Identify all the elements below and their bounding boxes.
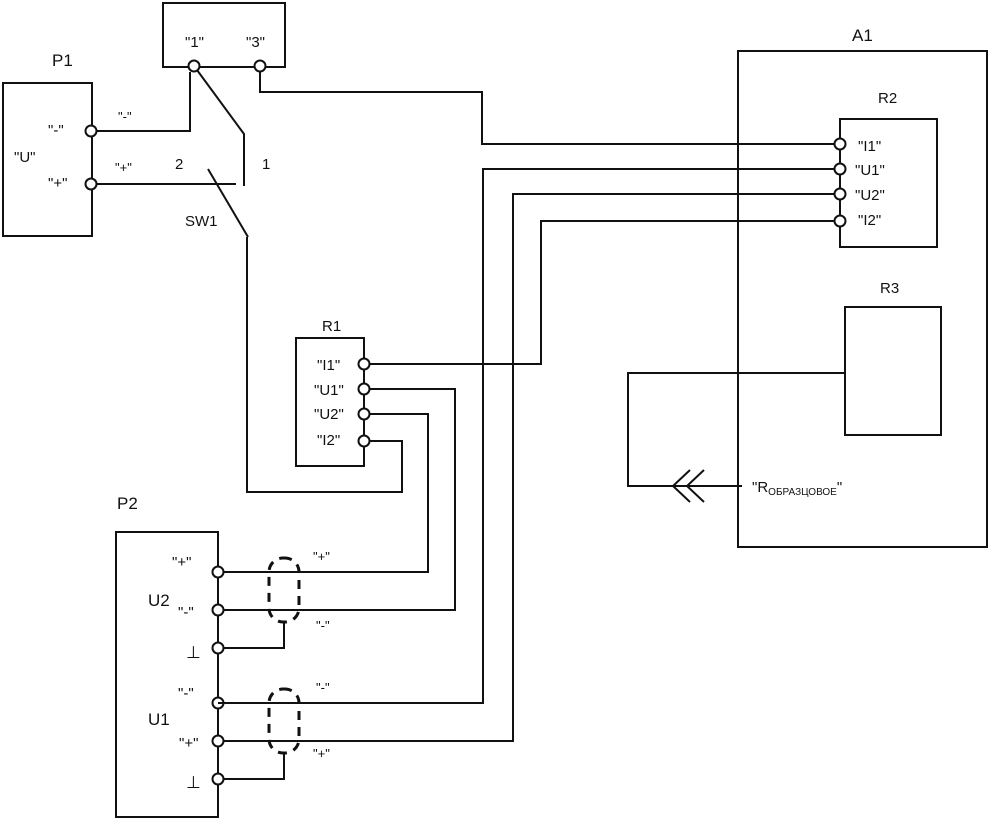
wire-u1-ground-to-shield [224,753,285,780]
p1-plus-wire-label: "+" [115,160,132,175]
shield-loop-u1 [267,687,301,755]
r1-title: R1 [322,318,341,335]
p1-u-label: "U" [14,149,35,166]
connector-chevron-icon [671,469,691,503]
wire-sw1-to-r1-i2 [246,237,403,493]
r2-terminal-label: "U2" [855,187,885,204]
r2-block: R2 "I1" "U1" "U2" "I2" [833,90,938,248]
p2-wire-label: "+" [313,746,330,761]
r3-ref-suffix: " [837,479,842,496]
p2-u1-label: U1 [148,710,170,729]
p2-u1-ground-icon: ⊥ [186,773,201,792]
r3-block: R3 "RОБРАЗЦОВОЕ" [627,280,942,503]
r1-terminal [357,407,371,421]
r2-terminal [833,137,847,151]
r3-title: R3 [880,280,899,297]
r1-terminal-label: "U1" [314,382,344,399]
r1-terminal-label: "U2" [314,406,344,423]
switch-connector-box [162,2,286,68]
r2-terminal-label: "I1" [858,138,881,155]
p2-u2-label: U2 [148,591,170,610]
wire-p1-minus-to-switch [97,72,191,132]
r1-terminal [357,434,371,448]
p2-terminal [211,565,225,579]
r1-terminal [357,357,371,371]
switch-pos1-label: "1" [185,34,204,51]
r1-terminal-label: "I1" [317,357,340,374]
sw1-label: SW1 [185,213,218,230]
p2-u2-minus-label: "-" [178,604,194,621]
p2-terminal [211,603,225,617]
r1-terminal [357,382,371,396]
switch-connector: "1" "3" [162,2,286,73]
sw1-contact-1-wire [196,69,245,186]
p2-title: P2 [117,494,138,513]
r2-terminal-label: "I2" [858,212,881,229]
p2-box [115,531,219,818]
r2-title: R2 [878,90,897,107]
p2-terminal [211,734,225,748]
p1-plus-label: "+" [48,175,67,192]
sw1-contact-2: 2 [175,156,183,173]
wire-u2-ground-to-shield [224,622,285,649]
p2-terminal [211,641,225,655]
wire-r1-u2-to-p2-u2-plus [224,413,429,573]
p1-title: P1 [52,51,73,70]
p1-minus-label: "-" [48,122,64,139]
shield-loop-u2 [267,556,301,624]
wire-p2-u1-plus-to-r2-u2 [224,193,834,742]
p2-wire-label: "-" [316,618,330,633]
r2-terminal [833,162,847,176]
wires [97,72,834,780]
a1-block: A1 [737,26,988,548]
a1-title: A1 [852,26,873,45]
r2-terminal [833,214,847,228]
p1-plus-terminal [84,177,98,191]
r1-terminal-label: "I2" [317,432,340,449]
sw1-switch: 1 2 SW1 [175,69,270,238]
a1-box [737,50,988,548]
r1-block: R1 "I1" "U1" "U2" "I2" [295,318,371,467]
wire-switch3-to-r2-i1 [259,72,834,145]
p2-wire-label: "-" [316,680,330,695]
switch-pos3-label: "3" [246,34,265,51]
r3-reference-label: "RОБРАЗЦОВОЕ" [752,479,842,498]
r3-box [844,306,942,436]
p1-minus-terminal [84,124,98,138]
r3-ref-prefix: "R [752,479,768,496]
p2-u1-minus-label: "-" [178,685,194,702]
r2-box [839,118,938,248]
r2-terminal-label: "U1" [855,162,885,179]
p2-u1-plus-label: "+" [179,735,198,752]
wire-r1-u1-to-p2-u2-minus [224,388,456,611]
connector-chevron-icon [685,469,705,503]
r3-ref-subscript: ОБРАЗЦОВОЕ [768,487,837,498]
p1-block: P1 "U" "-" "+" "-" "+" [2,51,132,237]
r2-terminal [833,187,847,201]
p2-u2-ground-icon: ⊥ [186,643,201,662]
switch-terminal-1 [187,59,201,73]
p1-minus-wire-label: "-" [118,109,132,124]
r3-lead-wire [627,372,845,487]
wire-r1-i1-to-r2-i2 [370,220,834,365]
sw1-contact-1: 1 [262,156,270,173]
p2-u2-plus-label: "+" [172,554,191,571]
p1-box [2,82,93,237]
p2-terminal [211,772,225,786]
p2-block: P2 U2 U1 "+" "-" "-" "+" ⊥ ⊥ "+" "-" "-"… [115,494,330,818]
sw1-blade [207,168,249,238]
r1-box [295,337,365,467]
switch-terminal-3 [253,59,267,73]
wire-p2-u1-minus-to-r2-u1 [218,168,834,704]
p2-wire-label: "+" [313,549,330,564]
